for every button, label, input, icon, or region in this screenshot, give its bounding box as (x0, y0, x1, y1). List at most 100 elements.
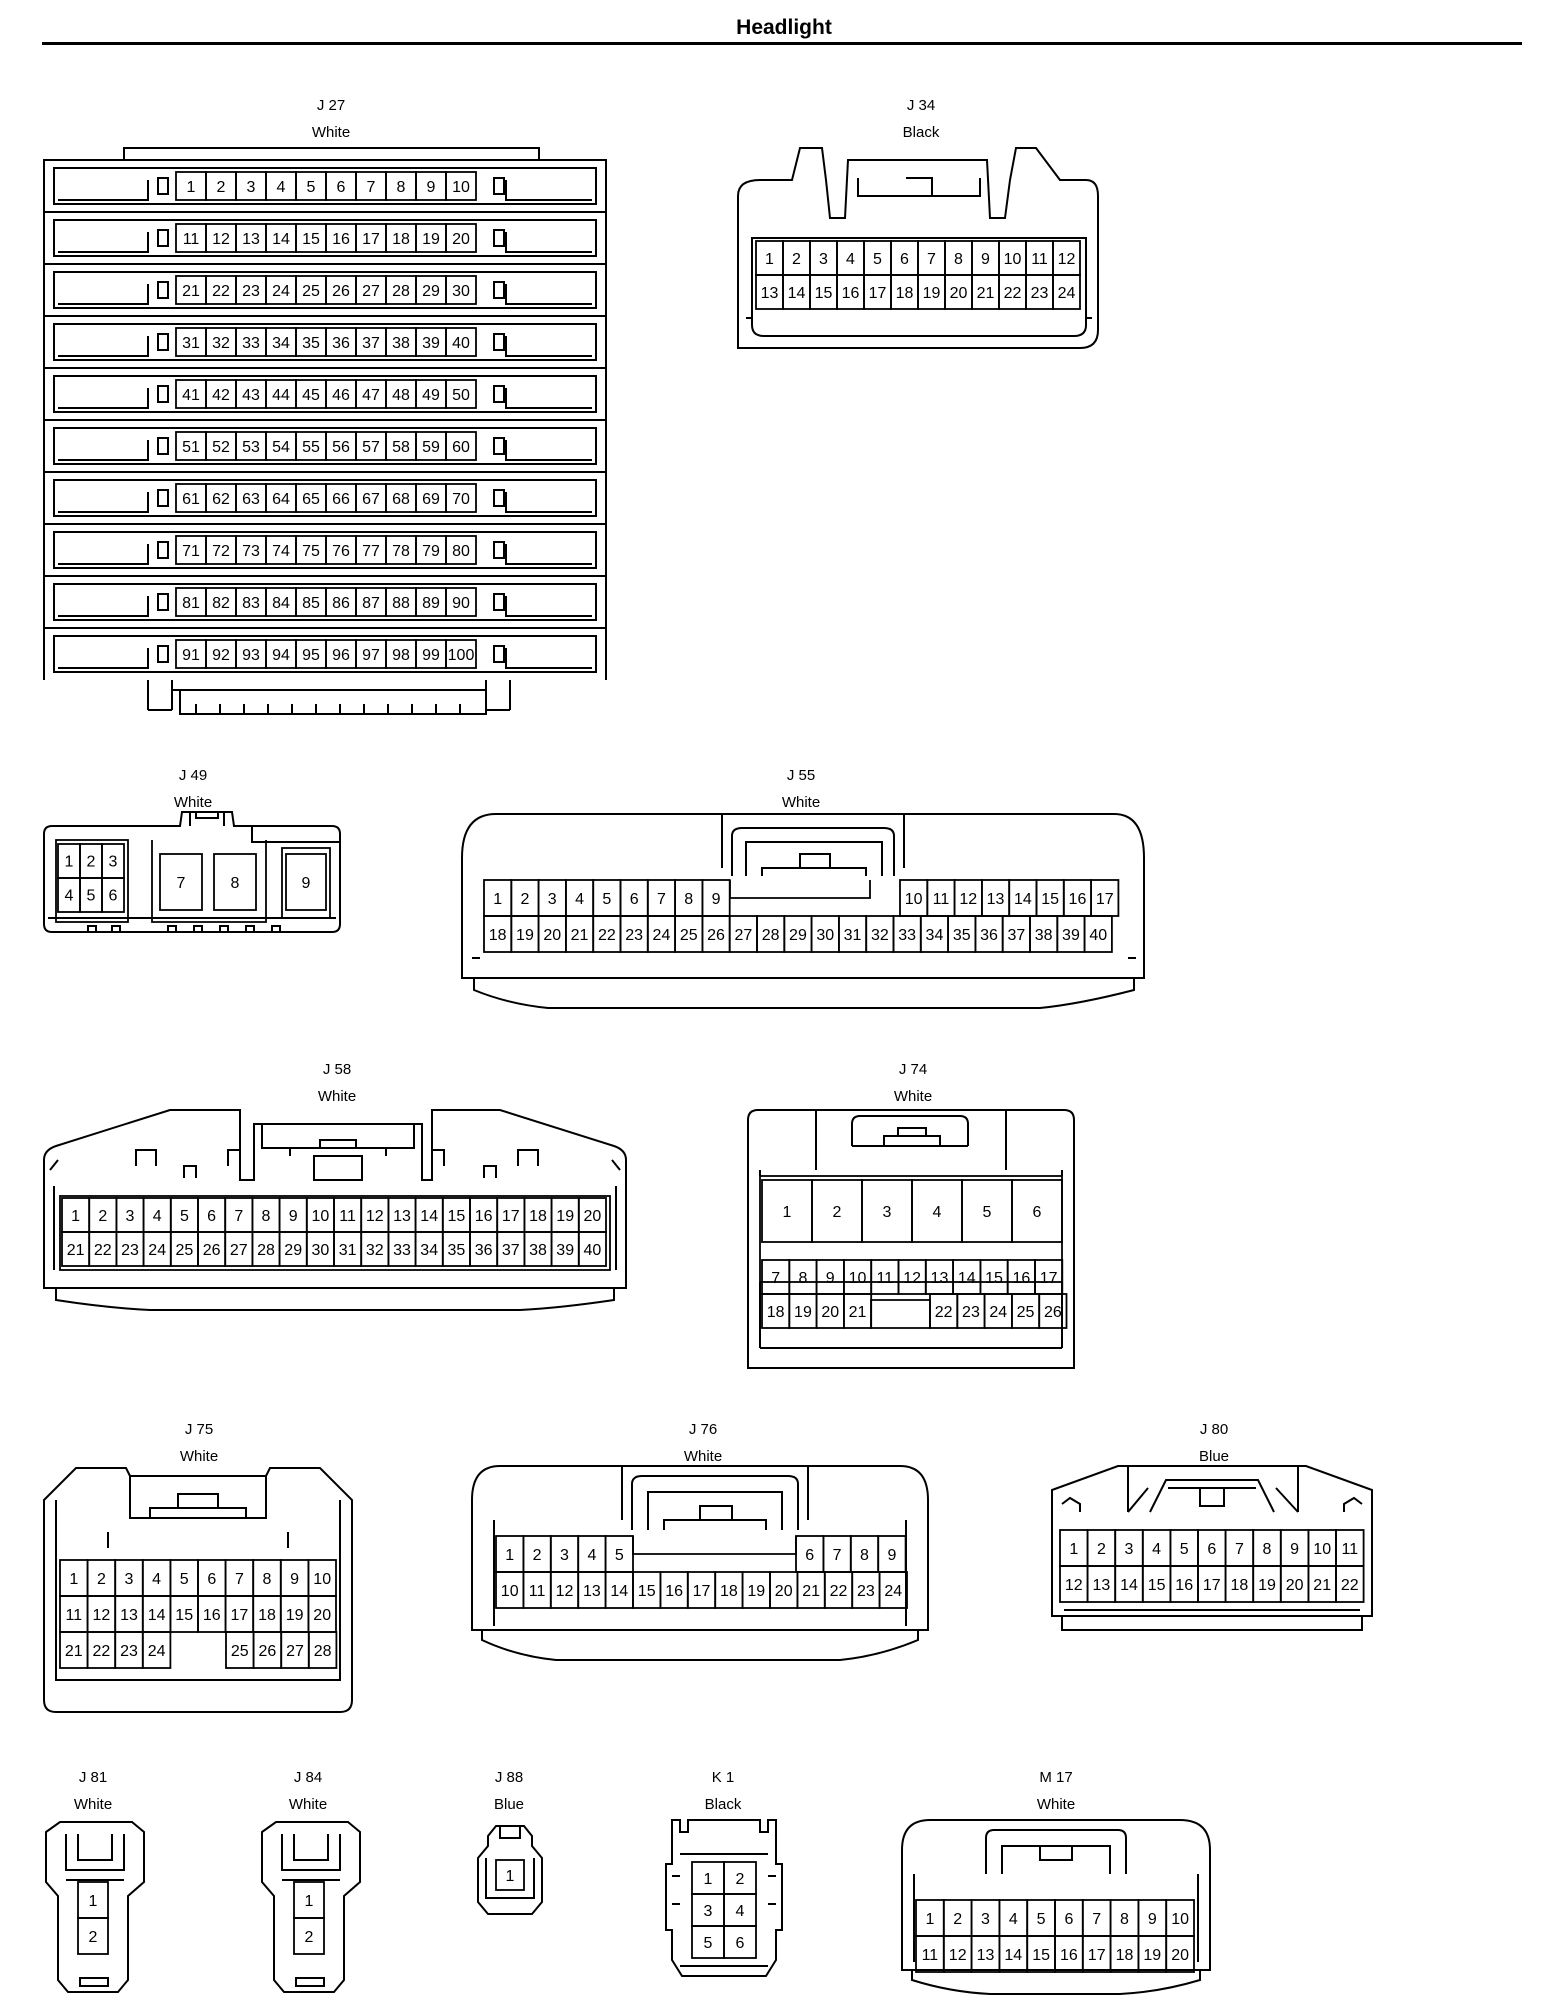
pin-label: 27 (362, 283, 380, 300)
pin-cell (445, 587, 477, 617)
pin-label: 5 (1037, 1911, 1046, 1928)
pin-label: 54 (272, 439, 290, 456)
pin-j27-48: 48 (385, 379, 417, 409)
pin-label: 65 (302, 491, 320, 508)
pin-j27-18: 18 (385, 223, 417, 253)
pin-j27-89: 89 (415, 587, 447, 617)
pin-label: 43 (242, 387, 260, 404)
pin-j27-31: 31 (175, 327, 207, 357)
pin-label: 2 (833, 1204, 842, 1221)
pin-j76-1: 1 (495, 1535, 525, 1573)
connector-name: J 74 (898, 1061, 928, 1078)
pin-j27-16: 16 (325, 223, 357, 253)
pin-j75-19: 19 (279, 1595, 310, 1633)
pin-j58-13: 13 (387, 1197, 417, 1233)
pin-j55-40: 40 (1083, 915, 1113, 953)
pin-j27-61: 61 (175, 483, 207, 513)
pin-label: 11 (183, 231, 200, 248)
pin-j58-23: 23 (115, 1231, 145, 1267)
pin-j49-9: 9 (285, 853, 327, 911)
pin-j80-6: 6 (1197, 1529, 1227, 1567)
pin-j58-8: 8 (251, 1197, 281, 1233)
pin-j75-5: 5 (169, 1559, 199, 1597)
pin-j55-8: 8 (674, 879, 704, 917)
pin-j81-2: 2 (77, 1917, 109, 1955)
pin-j76-4: 4 (577, 1535, 607, 1573)
pin-label: 4 (587, 1547, 596, 1564)
pin-j76-13: 13 (577, 1571, 607, 1609)
pin-label: 36 (980, 927, 998, 944)
pin-j76-24: 24 (878, 1571, 908, 1609)
pin-j27-92: 92 (205, 639, 237, 669)
pin-label: 17 (1096, 891, 1114, 908)
pin-j34-5: 5 (863, 240, 892, 276)
pin-label: 77 (362, 543, 380, 560)
j27-slab (43, 523, 607, 576)
pin-j80-10: 10 (1307, 1529, 1337, 1567)
pin-label: 7 (1092, 1911, 1101, 1928)
pin-j27-25: 25 (295, 275, 327, 305)
pin-label: 26 (1044, 1304, 1062, 1321)
pin-label: 5 (602, 891, 611, 908)
pin-j58-25: 25 (169, 1231, 199, 1267)
pin-j55-11: 11 (926, 879, 956, 917)
pin-label: 14 (958, 1270, 976, 1287)
pin-j75-14: 14 (141, 1595, 172, 1633)
pin-label: 39 (422, 335, 440, 352)
connector-label-j34: J 34 Black (903, 92, 940, 146)
pin-label: 6 (109, 887, 118, 904)
pin-j74-1: 1 (761, 1179, 813, 1243)
pin-j27-73: 73 (235, 535, 267, 565)
pin-j76-12: 12 (549, 1571, 580, 1609)
pin-label: 9 (1290, 1541, 1299, 1558)
pin-label: 63 (242, 491, 260, 508)
connector-color: White (173, 794, 213, 811)
pin-label: 24 (989, 1304, 1007, 1321)
pin-label: 18 (489, 927, 507, 944)
pin-j27-39: 39 (415, 327, 447, 357)
pin-label: 97 (362, 647, 380, 664)
pin-cell (141, 1631, 172, 1669)
pin-j55-33: 33 (892, 915, 922, 953)
pin-j27-2: 2 (205, 171, 237, 201)
pin-label: 6 (805, 1547, 814, 1564)
j27-slab (43, 211, 607, 264)
pin-j55-26: 26 (701, 915, 731, 953)
pin-label: 32 (366, 1242, 384, 1259)
pin-label: 14 (610, 1583, 628, 1600)
pin-label: 58 (392, 439, 410, 456)
pin-j76-17: 17 (686, 1571, 717, 1609)
pin-label: 84 (272, 595, 290, 612)
pin-label: 5 (615, 1547, 624, 1564)
pin-label: 4 (575, 891, 584, 908)
pin-j27-35: 35 (295, 327, 327, 357)
pin-j27-4: 4 (265, 171, 297, 201)
pin-label: 1 (704, 1871, 713, 1888)
pin-label: 23 (120, 1643, 138, 1660)
pin-j34-7: 7 (917, 240, 946, 276)
pin-label: 4 (152, 1571, 161, 1588)
pin-label: 3 (883, 1204, 892, 1221)
pin-j55-17: 17 (1090, 879, 1120, 917)
pin-label: 48 (392, 387, 410, 404)
connector-name: J 76 (688, 1421, 718, 1438)
pin-label: 72 (212, 543, 230, 560)
pin-cell (1038, 1293, 1068, 1329)
pin-j27-87: 87 (355, 587, 387, 617)
pin-label: 14 (1014, 891, 1032, 908)
pin-j34-12: 12 (1052, 240, 1081, 276)
connector-label-j74: J 74 White (894, 1056, 932, 1110)
pin-j55-7: 7 (646, 879, 676, 917)
pin-label: 3 (560, 1547, 569, 1564)
pin-label: 50 (452, 387, 470, 404)
pin-label: 31 (339, 1242, 357, 1259)
pin-label: 5 (1180, 1541, 1189, 1558)
pin-label: 39 (1062, 927, 1080, 944)
pin-label: 79 (422, 543, 440, 560)
connector-housing-j84 (261, 1821, 361, 1993)
pin-label: 1 (925, 1911, 934, 1928)
pin-j27-19: 19 (415, 223, 447, 253)
pin-label: 16 (1069, 891, 1087, 908)
connector-name: J 81 (78, 1769, 108, 1786)
pin-label: 25 (231, 1643, 249, 1660)
